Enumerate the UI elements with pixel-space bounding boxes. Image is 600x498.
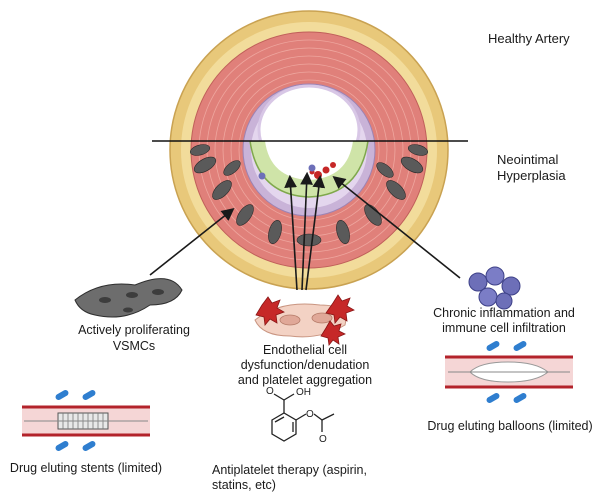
label-endothelial-line2: dysfunction/denudation — [240, 358, 370, 372]
label-endothelial-line1: Endothelial cell — [262, 343, 348, 357]
healthy-lumen — [257, 84, 361, 141]
pointer-arrows — [149, 171, 461, 291]
stent-illustration — [22, 390, 150, 451]
aspirin-o-label-3: O — [319, 434, 327, 445]
label-neointimal: Neointimal — [497, 152, 559, 167]
narrowed-lumen — [265, 141, 353, 180]
artery-cross-section — [169, 10, 449, 290]
aspirin-o-label-2: O — [306, 409, 314, 420]
capsule-icons-stent — [55, 390, 96, 451]
endothelial-illustration — [254, 294, 355, 346]
platelet-icons — [255, 294, 355, 346]
label-endothelial-line3: and platelet aggregation — [237, 373, 373, 387]
arrow-vsmc — [149, 208, 235, 276]
capsule-icons-balloon — [486, 341, 527, 403]
aspirin-oh-label: OH — [296, 387, 311, 398]
vsmc-cells-media — [189, 144, 429, 247]
label-hyperplasia: Hyperplasia — [497, 168, 566, 183]
label-vsmc-line1: Actively proliferating — [78, 323, 190, 337]
balloon-illustration — [445, 341, 573, 403]
label-drug-eluting-stents: Drug eluting stents (limited) — [9, 461, 163, 475]
arrow-endothelial-2 — [300, 171, 313, 291]
label-antiplatelet-line2: statins, etc) — [212, 478, 276, 492]
label-chronic-line1: Chronic inflammation and — [433, 306, 575, 320]
label-chronic-line2: immune cell infiltration — [442, 321, 566, 335]
arrow-immune — [332, 176, 461, 279]
immune-cell-cluster — [468, 266, 521, 310]
label-vsmc-line2: VSMCs — [112, 339, 156, 353]
label-drug-eluting-balloons: Drug eluting balloons (limited) — [427, 419, 593, 433]
aspirin-o-label-1: O — [266, 386, 274, 397]
arrow-endothelial-1 — [284, 174, 298, 291]
vsmc-illustration — [74, 278, 183, 318]
label-healthy-artery: Healthy Artery — [488, 31, 570, 46]
aspirin-structure — [271, 393, 335, 442]
label-antiplatelet-line1: Antiplatelet therapy (aspirin, — [212, 463, 367, 477]
immune-cells-lumen — [258, 164, 316, 180]
arrow-endothelial-3 — [305, 174, 326, 291]
